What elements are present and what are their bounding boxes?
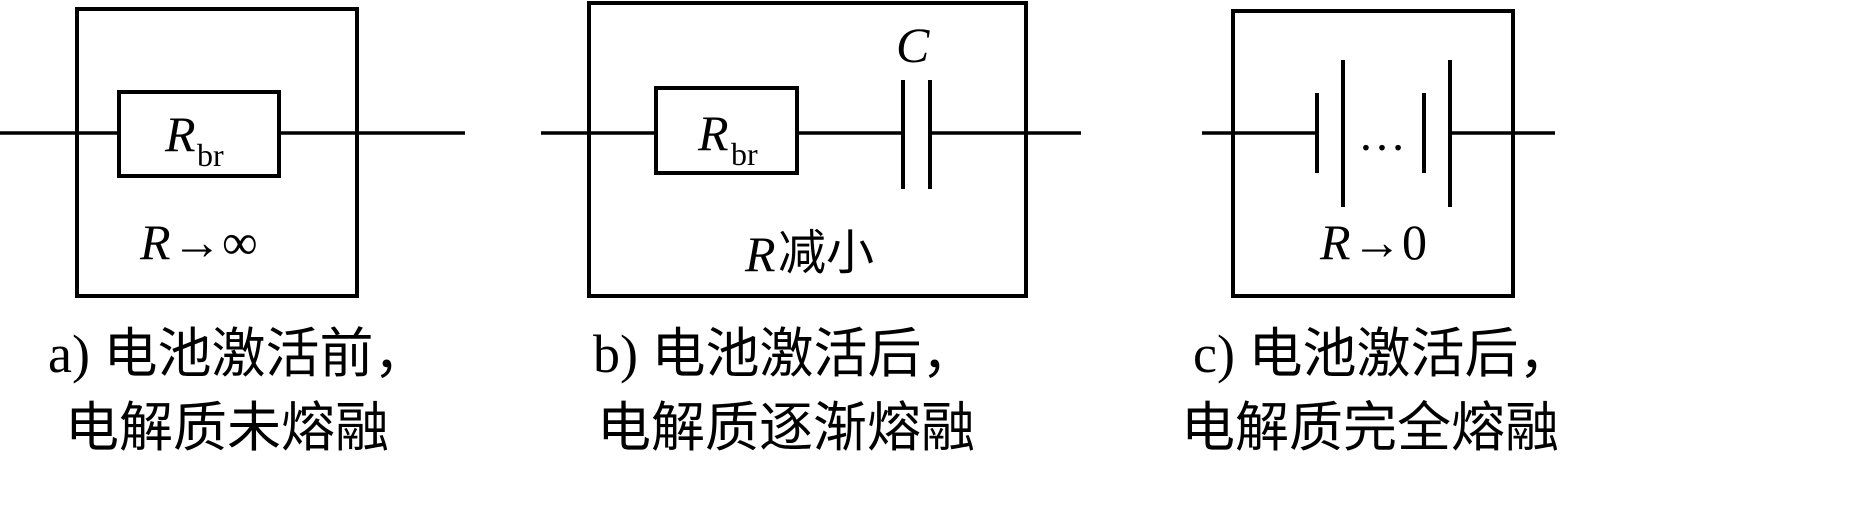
panel-c-battery-cells bbox=[1315, 60, 1452, 207]
panel-b: R br C R 减小 bbox=[541, 1, 1081, 298]
caption-b-line1: b) 电池激活后， bbox=[593, 324, 975, 384]
panel-a-enclosure bbox=[75, 7, 359, 298]
panel-b-capacitor-label: C bbox=[896, 17, 930, 73]
panel-a-state-symbol: R bbox=[139, 214, 171, 270]
caption-a-line1: a) 电池激活前， bbox=[48, 324, 427, 384]
panel-a: R br R →∞ bbox=[0, 7, 465, 298]
panel-b-resistor-subscript: br bbox=[731, 136, 758, 172]
panel-b-resistor-symbol: R bbox=[697, 105, 729, 161]
panel-a-resistor bbox=[117, 90, 281, 178]
panel-c-enclosure bbox=[1231, 9, 1515, 298]
panel-b-enclosure bbox=[587, 1, 1028, 298]
panel-a-resistor-symbol: R bbox=[164, 106, 196, 162]
panel-b-state-symbol: R bbox=[744, 226, 776, 282]
panel-a-state-relation: →∞ bbox=[172, 214, 258, 270]
panel-c-state-relation: →0 bbox=[1352, 214, 1427, 270]
caption-c-line1: c) 电池激活后， bbox=[1193, 324, 1572, 384]
panel-a-resistor-subscript: br bbox=[197, 137, 224, 173]
panel-c: … R →0 bbox=[1202, 9, 1555, 298]
caption-b-line2: 电解质逐渐熔融 bbox=[597, 398, 975, 458]
panel-b-resistor bbox=[654, 86, 799, 175]
panel-b-state-relation: 减小 bbox=[778, 227, 874, 280]
caption-a-line2: 电解质未熔融 bbox=[65, 398, 389, 458]
panel-c-state-symbol: R bbox=[1319, 214, 1351, 270]
panel-c-cells-ellipsis: … bbox=[1358, 108, 1406, 161]
caption-c-line2: 电解质完全熔融 bbox=[1181, 398, 1559, 458]
